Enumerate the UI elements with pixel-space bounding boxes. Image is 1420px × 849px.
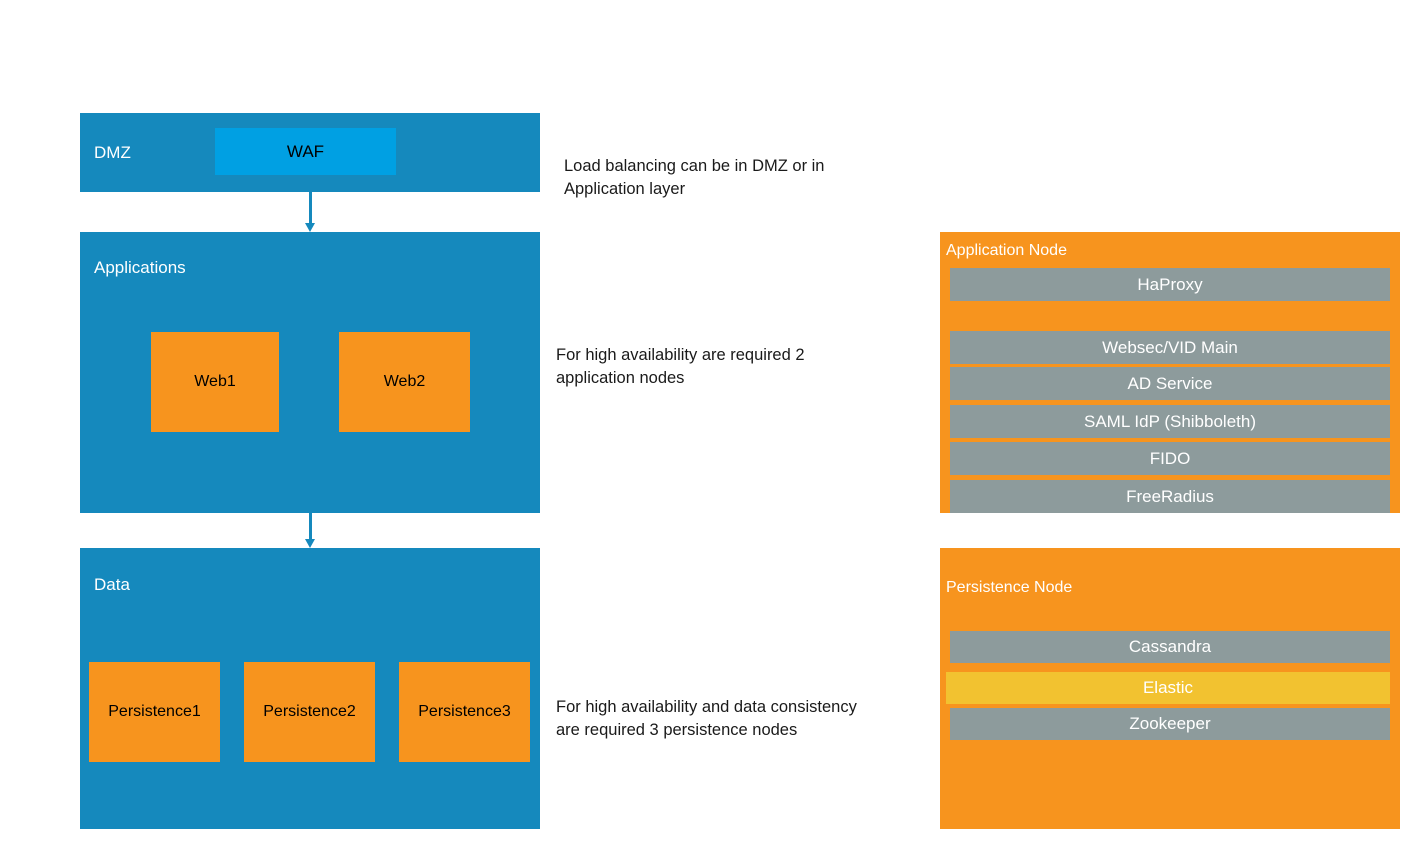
component-persistence2[interactable]: Persistence2 <box>244 662 375 762</box>
service-saml-idp-label: SAML IdP (Shibboleth) <box>1084 411 1256 431</box>
component-web1-label: Web1 <box>194 373 236 390</box>
service-ad-service[interactable]: AD Service <box>950 367 1390 400</box>
component-web1[interactable]: Web1 <box>151 332 279 432</box>
service-elastic-label: Elastic <box>1142 678 1194 697</box>
service-cassandra[interactable]: Cassandra <box>950 631 1390 663</box>
connector-shaft <box>309 192 312 223</box>
service-zookeeper[interactable]: Zookeeper <box>950 708 1390 740</box>
component-web2-label: Web2 <box>383 373 426 390</box>
connector-shaft <box>309 513 312 539</box>
zone-applications-label: Applications <box>94 258 186 277</box>
zone-dmz-label: DMZ <box>94 143 131 162</box>
service-zookeeper-label: Zookeeper <box>1129 714 1211 733</box>
service-ad-service-label: AD Service <box>1127 373 1213 393</box>
component-persistence3-label: Persistence3 <box>418 703 511 720</box>
component-persistence3[interactable]: Persistence3 <box>399 662 530 762</box>
panel-persistence-node: Persistence Node Cassandra Elastic Zooke… <box>940 548 1400 829</box>
zone-data-label: Data <box>94 575 130 594</box>
service-websec-vid-main-label: Websec/VID Main <box>1102 337 1238 357</box>
panel-persistence-node-title: Persistence Node <box>946 579 1073 596</box>
service-fido[interactable]: FIDO <box>950 442 1390 475</box>
service-haproxy-label: HaProxy <box>1137 274 1203 294</box>
arrow-down-icon <box>305 223 315 232</box>
service-haproxy[interactable]: HaProxy <box>950 268 1390 301</box>
service-websec-vid-main[interactable]: Websec/VID Main <box>950 331 1390 364</box>
arrow-down-icon <box>305 539 315 548</box>
annotation-application-nodes: For high availability are required 2 app… <box>556 346 805 387</box>
component-web2[interactable]: Web2 <box>339 332 470 432</box>
annotation-load-balancing: Load balancing can be in DMZ or in Appli… <box>564 157 825 198</box>
component-waf-label: WAF <box>286 141 325 161</box>
service-fido-label: FIDO <box>1149 448 1191 468</box>
service-cassandra-label: Cassandra <box>1128 637 1212 656</box>
service-elastic[interactable]: Elastic <box>946 672 1390 704</box>
service-saml-idp[interactable]: SAML IdP (Shibboleth) <box>950 405 1390 438</box>
annotation-persistence-nodes: For high availability and data consisten… <box>556 698 857 739</box>
component-persistence2-label: Persistence2 <box>263 703 356 720</box>
component-persistence1-label: Persistence1 <box>108 703 201 720</box>
component-waf[interactable]: WAF <box>215 128 396 175</box>
service-freeradius-label: FreeRadius <box>1126 486 1214 506</box>
zone-applications: Applications <box>80 232 540 513</box>
panel-application-node: Application Node HaProxy Websec/VID Main… <box>940 232 1400 513</box>
panel-application-node-title: Application Node <box>946 242 1067 259</box>
component-persistence1[interactable]: Persistence1 <box>89 662 220 762</box>
service-freeradius[interactable]: FreeRadius <box>950 480 1390 513</box>
